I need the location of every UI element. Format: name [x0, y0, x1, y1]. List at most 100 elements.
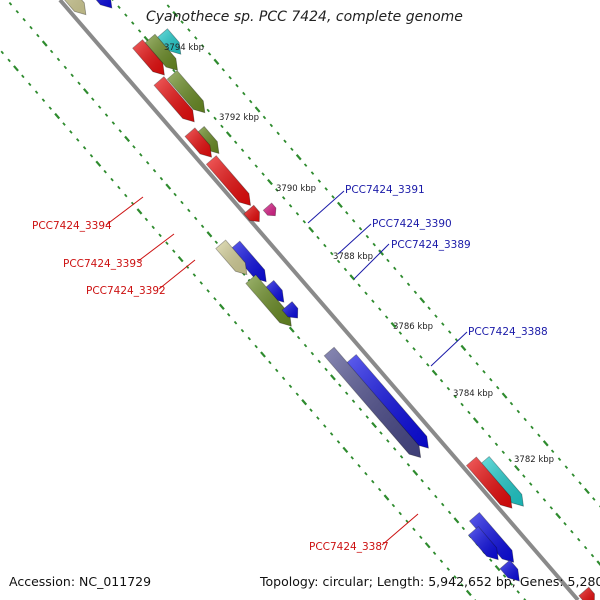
tick-mark	[542, 440, 549, 447]
tick-mark	[295, 212, 300, 216]
tick-mark	[592, 497, 596, 501]
tick-mark	[206, 289, 210, 293]
tick-mark	[290, 147, 294, 152]
tick-mark	[63, 65, 68, 70]
tick-mark	[542, 498, 547, 502]
tick-mark	[557, 457, 562, 462]
tick-mark	[281, 196, 286, 200]
tick-mark	[124, 193, 128, 198]
tick-mark	[48, 106, 53, 110]
gene-label-3388[interactable]: PCC7424_3388	[468, 326, 548, 338]
tick-mark	[301, 399, 308, 406]
tick-mark	[487, 434, 492, 439]
gene-label-3390[interactable]: PCC7424_3390	[372, 218, 452, 230]
tick-mark	[225, 131, 232, 138]
tick-mark	[295, 154, 302, 161]
tick-mark	[194, 36, 198, 40]
tick-mark	[62, 122, 66, 126]
tick-mark	[431, 369, 438, 376]
gene-khaki-2-shading	[215, 240, 247, 275]
gene-3390-shading	[263, 280, 284, 303]
tick-mark	[317, 359, 321, 364]
tick-mark	[446, 567, 450, 571]
tick-mark	[386, 258, 390, 263]
tick-mark	[371, 479, 375, 484]
gene-label-3389[interactable]: PCC7424_3389	[391, 239, 471, 251]
tick-mark	[439, 559, 444, 563]
tick-mark	[76, 138, 80, 142]
tick-mark	[324, 187, 328, 191]
leader-3389	[353, 243, 390, 280]
tick-mark	[13, 65, 19, 72]
tick-mark	[496, 385, 500, 390]
tick-mark	[509, 401, 514, 406]
gene-label-3394[interactable]: PCC7424_3394	[32, 220, 112, 232]
gene-blue-br-1-shading	[469, 512, 514, 563]
gene-label-3387[interactable]: PCC7424_3387	[309, 541, 389, 553]
tick-mark	[406, 282, 411, 287]
gene-3389-shading	[245, 274, 292, 327]
tick-mark	[405, 339, 409, 343]
gene-3388-blue-shading	[346, 354, 429, 449]
leader-3392	[158, 259, 196, 290]
gene-label-3391[interactable]: PCC7424_3391	[345, 184, 425, 196]
tick-mark	[383, 494, 390, 501]
tick-mark	[427, 306, 431, 310]
gene-label-3392[interactable]: PCC7424_3392	[86, 285, 166, 297]
tick-mark	[172, 249, 176, 253]
tick-mark	[247, 336, 252, 341]
tick-mark	[41, 98, 46, 102]
tick-mark	[158, 233, 162, 238]
leader-3387	[381, 513, 419, 546]
tick-mark	[82, 88, 89, 95]
gene-3387-cyan-shading	[479, 456, 524, 507]
tick-mark	[111, 121, 116, 125]
tick-mark	[214, 240, 219, 245]
gene-3392-shading	[263, 203, 276, 216]
gene-blue-top-shading	[96, 0, 112, 9]
tick-mark	[522, 474, 526, 478]
tick-mark	[590, 553, 595, 558]
gene-3387-shading	[466, 457, 512, 509]
tick-mark	[228, 75, 232, 80]
tick-mark	[104, 113, 109, 117]
tick-mark	[371, 299, 375, 304]
kbp-label-3782: 3782 kbp	[514, 455, 554, 465]
tick-mark	[309, 408, 313, 412]
tick-mark	[77, 81, 81, 86]
tick-mark	[406, 462, 411, 467]
kbp-label-3792: 3792 kbp	[219, 113, 259, 123]
tick-mark	[206, 231, 213, 238]
tick-mark	[221, 67, 225, 72]
leader-3391	[307, 190, 345, 224]
tick-mark	[364, 471, 368, 476]
tick-mark	[482, 369, 486, 374]
tick-mark	[295, 392, 300, 397]
tick-mark	[200, 224, 205, 229]
tick-mark	[351, 399, 356, 404]
genome-title: Cyanothece sp. PCC 7424, complete genome	[146, 9, 463, 25]
tick-mark	[399, 455, 404, 459]
tick-mark	[323, 424, 327, 428]
tick-mark	[523, 417, 527, 422]
tick-mark	[254, 344, 258, 349]
tick-mark	[27, 82, 32, 87]
tick-mark	[56, 57, 61, 62]
tick-mark	[516, 590, 520, 594]
gene-red-2-shading	[154, 76, 195, 122]
tick-mark	[262, 115, 267, 120]
tick-mark	[338, 383, 342, 388]
tick-mark	[472, 417, 479, 424]
tick-mark	[424, 542, 431, 549]
tick-mark	[261, 172, 265, 176]
tick-mark	[233, 140, 238, 145]
tick-mark	[218, 303, 225, 310]
tick-mark	[139, 153, 143, 157]
accession-text: Accession: NC_011729	[9, 574, 152, 589]
tick-mark	[302, 219, 307, 224]
gene-label-3393[interactable]: PCC7424_3393	[63, 258, 143, 270]
tick-mark	[180, 200, 184, 205]
tick-mark	[240, 328, 245, 333]
tick-mark	[480, 426, 485, 431]
kbp-label-3786: 3786 kbp	[393, 322, 433, 332]
